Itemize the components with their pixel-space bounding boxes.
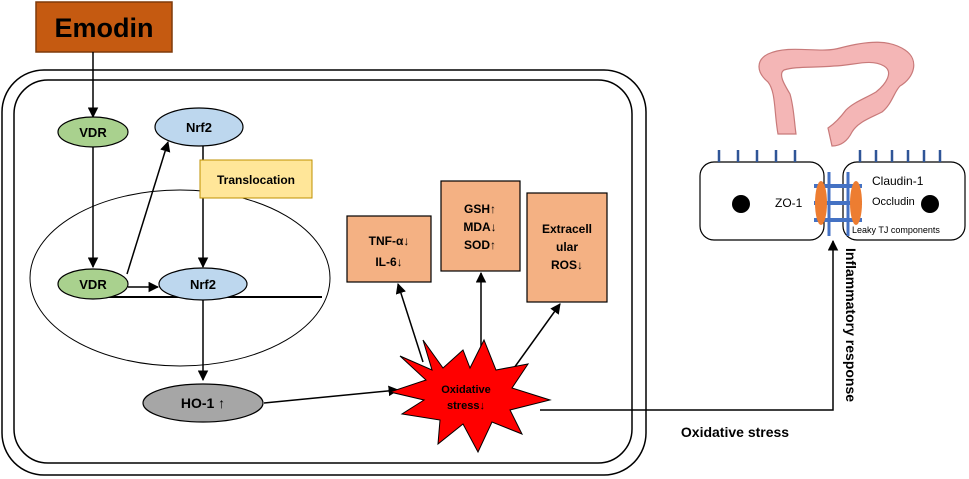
burst-line-2: stress↓ (447, 400, 485, 412)
zo1-right (850, 181, 862, 225)
cytokine-line-1: TNF-α↓ (369, 234, 410, 248)
antioxidant-line-2: MDA↓ (463, 220, 496, 234)
zo1-label: ZO-1 (775, 196, 803, 210)
vdr-cytoplasm-node (57, 116, 129, 148)
oxidative-stress-label: Oxidative stress (681, 424, 789, 440)
cytokine-line-2: IL-6↓ (375, 255, 402, 269)
arrow-stress-to-cytokines (395, 283, 424, 363)
nucleus (29, 189, 331, 367)
cell-nucleus-right (921, 195, 939, 213)
emodin-box (35, 1, 173, 53)
ho1-node (142, 383, 264, 423)
ros-line-2: ular (556, 240, 578, 254)
claudin-label: Claudin-1 (872, 174, 924, 188)
arrow-stress-to-inflammation (540, 239, 839, 411)
vdr-nucleus-node (57, 268, 129, 300)
antioxidant-line-1: GSH↑ (464, 202, 496, 216)
nrf2-nucleus-node (158, 267, 248, 301)
microvilli-left (717, 150, 797, 162)
ros-box (526, 192, 608, 303)
vdr-cytoplasm-label: VDR (79, 125, 107, 140)
antioxidant-line-3: SOD↑ (464, 238, 496, 252)
arrow-stress-to-ros (513, 303, 561, 369)
vdr-nucleus-label: VDR (79, 277, 107, 292)
cytokine-box (346, 215, 432, 283)
ho1-label: HO-1 ↑ (181, 395, 225, 411)
nrf2-nucleus-label: Nrf2 (190, 277, 216, 292)
translocation-label: Translocation (217, 173, 295, 187)
tight-junction-posts (827, 172, 850, 236)
nrf2-cytoplasm-node (154, 107, 244, 147)
leaky-tj-label: Leaky TJ components (852, 225, 940, 235)
emodin-label: Emodin (55, 13, 154, 43)
antioxidant-box (440, 180, 521, 272)
colon-illustration (758, 41, 915, 147)
inflammatory-response-label: Inflammatory response (843, 248, 859, 402)
cell-outer-membrane (1, 69, 647, 476)
occludin-label: Occludin (872, 196, 915, 208)
cell-nucleus-left (732, 195, 750, 213)
nrf2-cytoplasm-label: Nrf2 (186, 120, 212, 135)
ros-line-3: ROS↓ (551, 258, 583, 272)
epithelial-cell-left (699, 161, 825, 241)
zo1-left (815, 181, 827, 225)
microvilli-right (858, 150, 942, 162)
oxidative-stress-burst (388, 338, 552, 454)
translocation-box (199, 159, 313, 199)
cell-inner-membrane (13, 79, 633, 464)
burst-line-1: Oxidative (441, 384, 491, 396)
arrow-ho1-to-oxidative-stress (263, 385, 400, 404)
arrow-vdr-nucleus-to-nrf2 (126, 140, 171, 275)
ros-line-1: Extracell (542, 222, 592, 236)
